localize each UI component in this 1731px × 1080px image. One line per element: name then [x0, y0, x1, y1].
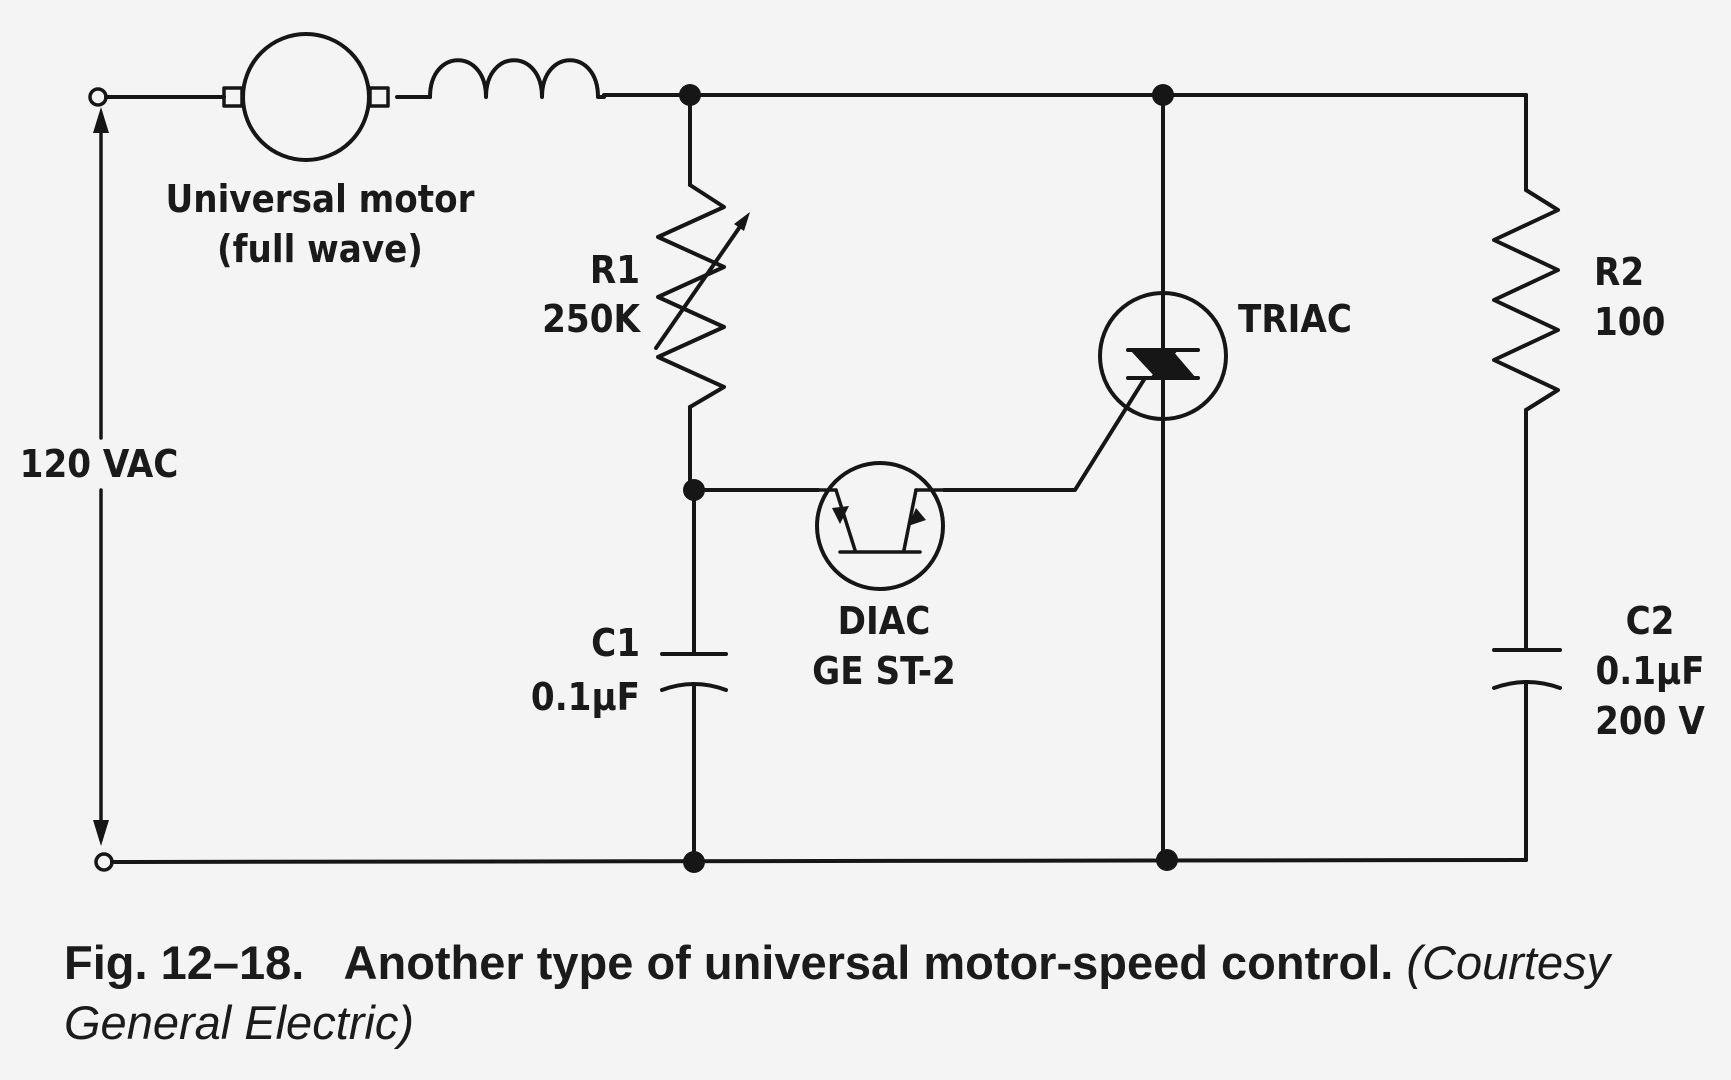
c1-name-label: C1	[591, 621, 640, 665]
c2-name-label: C2	[1626, 599, 1675, 643]
diac	[692, 376, 1147, 591]
diac-name-label: DIAC	[838, 599, 931, 643]
bottom-terminal	[94, 852, 114, 872]
caption-number: Fig. 12–18.	[64, 936, 305, 989]
junction-dots	[679, 84, 1178, 873]
c2-voltage-label: 200 V	[1595, 699, 1705, 743]
r2-value-label: 100	[1594, 300, 1665, 344]
r2-resistor	[1492, 188, 1560, 412]
diac-part-label: GE ST-2	[812, 649, 956, 693]
bottom-rail	[110, 858, 1528, 864]
triac-label: TRIAC	[1238, 297, 1352, 341]
top-rail	[104, 93, 1528, 99]
c1-capacitor	[660, 488, 728, 864]
r1-variable-resistor	[654, 93, 750, 492]
motor-sub-label: (full wave)	[217, 227, 423, 271]
r1-name-label: R1	[590, 248, 640, 292]
r2-name-label: R2	[1594, 250, 1644, 294]
caption-text: Another type of universal motor-speed co…	[343, 936, 1394, 989]
supply-label: 120 VAC	[20, 442, 179, 486]
caption-credit: (Courtesy General Electric)	[64, 936, 1611, 1049]
r1-value-label: 250K	[542, 297, 641, 341]
triac	[1098, 93, 1228, 862]
c1-value-label: 0.1μF	[531, 675, 640, 719]
figure-caption: Fig. 12–18. Another type of universal mo…	[64, 933, 1684, 1053]
c2-capacitor	[1492, 648, 1562, 690]
universal-motor	[222, 32, 390, 162]
motor-label: Universal motor	[166, 177, 475, 221]
field-winding-inductor	[428, 58, 606, 99]
supply-voltage-arrow	[93, 107, 109, 846]
top-terminal	[88, 87, 108, 107]
c2-value-label: 0.1μF	[1595, 649, 1704, 693]
